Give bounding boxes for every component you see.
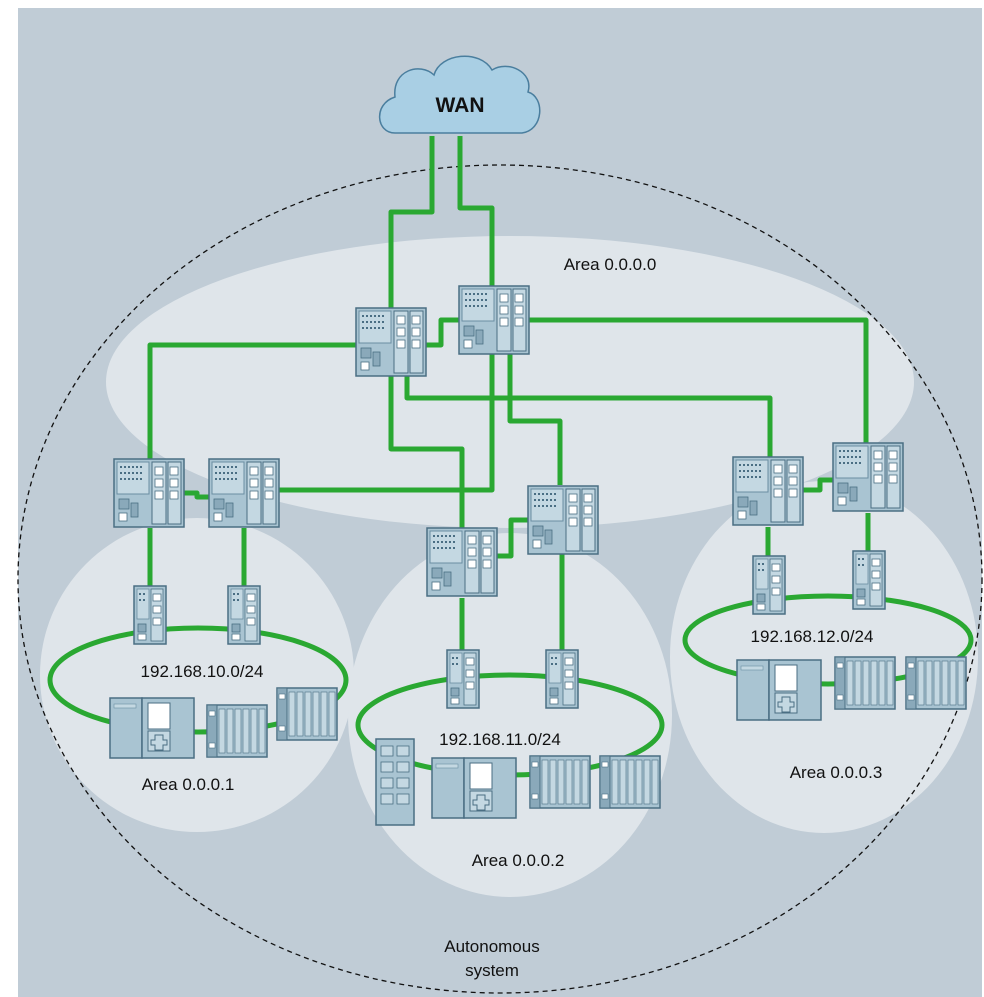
area-zone-2	[348, 533, 672, 897]
area-label-1: Area 0.0.0.1	[142, 775, 235, 794]
area2-border-router-b	[527, 485, 599, 555]
area1-border-router-b	[208, 458, 280, 528]
area3-switch-b	[852, 550, 886, 610]
link-router-b-area2	[507, 352, 563, 485]
wan-cloud: WAN	[378, 55, 541, 134]
link-router-b-area1	[277, 352, 495, 493]
area-label-3: Area 0.0.0.3	[790, 763, 883, 782]
wan-label: WAN	[436, 94, 485, 117]
area-zone-3	[670, 481, 978, 833]
autonomous-system-boundary	[17, 164, 983, 994]
link-router-a-area1	[147, 342, 358, 460]
area2-switch-a	[446, 649, 480, 709]
area1-switch-b	[227, 585, 261, 645]
area-label-backbone: Area 0.0.0.0	[564, 255, 657, 274]
autonomous-system-label-line1: Autonomous	[444, 937, 539, 956]
link-router-a-b	[425, 317, 460, 348]
subnet-label-area1: 192.168.10.0/24	[141, 662, 264, 681]
autonomous-system-label-line2: system	[465, 961, 519, 980]
subnet-label-area2: 192.168.11.0/24	[439, 730, 561, 749]
area1-io-module-a	[206, 704, 268, 758]
area3-border-router-a	[732, 456, 804, 526]
link-wan-router-b	[457, 136, 495, 290]
link-wan-router-a	[388, 136, 435, 310]
subnet-label-area3: 192.168.12.0/24	[751, 627, 874, 646]
area2-switch-b	[545, 649, 579, 709]
area2-io-module-a	[529, 755, 591, 809]
link-router-b-area3	[527, 317, 869, 445]
area3-controller	[736, 659, 822, 721]
area1-io-module-b	[276, 687, 338, 741]
backbone-router-a	[355, 307, 427, 377]
area3-border-router-b	[832, 442, 904, 512]
link-area1-abr-pair	[182, 490, 212, 500]
backbone-router-b	[458, 285, 530, 355]
area1-switch-a	[133, 585, 167, 645]
area1-controller	[109, 697, 195, 759]
link-router-a-area3	[404, 375, 773, 458]
network-links	[47, 136, 974, 778]
area2-hmi-panel	[375, 738, 415, 826]
area3-switch-a	[752, 555, 786, 615]
area3-io-module-b	[905, 656, 967, 710]
area1-border-router-a	[113, 458, 185, 528]
area-label-2: Area 0.0.0.2	[472, 851, 565, 870]
area2-controller	[431, 757, 517, 819]
ring-area1	[47, 625, 349, 735]
link-area2-abr-pair	[496, 517, 530, 559]
link-area3-abr-pair	[802, 477, 836, 493]
area2-io-module-b	[599, 755, 661, 809]
ring-area3	[682, 593, 974, 687]
area2-border-router-a	[426, 527, 498, 597]
area3-io-module-a	[834, 656, 896, 710]
